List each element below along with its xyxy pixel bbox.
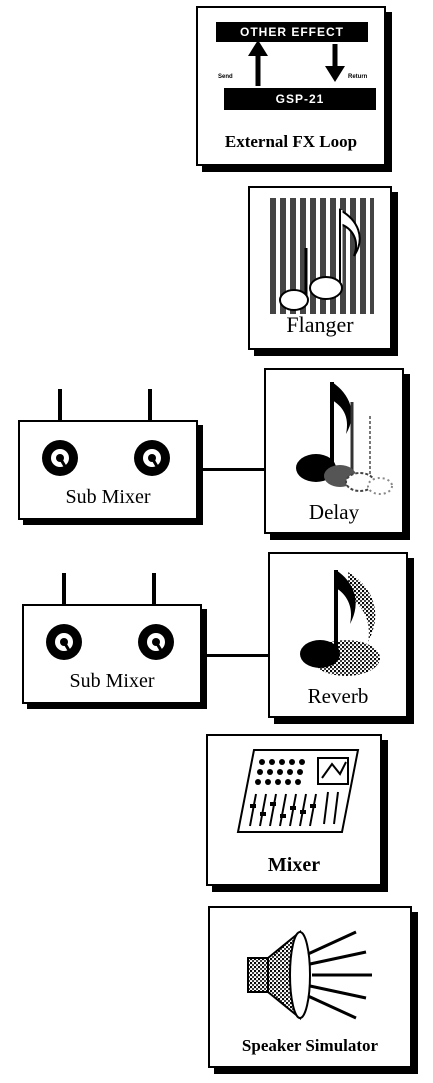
flanger-label: Flanger: [286, 312, 354, 337]
knob-icon: [42, 440, 78, 476]
submixer2-stem-right: [152, 573, 156, 605]
speaker-simulator-label: Speaker Simulator: [241, 1036, 379, 1055]
reverb-note-icon: [300, 570, 380, 676]
send-return-arrows-icon: [248, 40, 345, 86]
sub-mixer-1-label: Sub Mixer: [65, 486, 151, 508]
knob-icon: [138, 624, 174, 660]
submixer2-stem-left: [62, 573, 66, 605]
delay-label: Delay: [308, 500, 360, 524]
flanger-note-icon: [270, 198, 374, 314]
reverb-label: Reverb: [307, 684, 369, 708]
delay-notes-icon: [296, 382, 393, 495]
delay-card[interactable]: Delay: [264, 368, 404, 534]
external-fx-loop-label: External FX Loop: [224, 132, 358, 151]
mixer-label: Mixer: [267, 854, 321, 876]
mixer-card[interactable]: Mixer: [206, 734, 382, 886]
speaker-simulator-card[interactable]: Speaker Simulator: [208, 906, 412, 1068]
submixer1-stem-left: [58, 389, 62, 421]
sub-mixer-1[interactable]: Sub Mixer: [18, 420, 198, 520]
gsp21-bar: GSP-21: [224, 88, 376, 110]
return-label: Return: [348, 74, 368, 80]
knob-icon: [134, 440, 170, 476]
mixer-console-icon: [236, 749, 360, 833]
submixer1-stem-right: [148, 389, 152, 421]
submixer2-to-reverb-link: [207, 654, 269, 657]
submixer1-to-delay-link: [203, 468, 265, 471]
knob-icon: [46, 624, 82, 660]
send-label: Send: [218, 74, 233, 80]
sub-mixer-2-label: Sub Mixer: [69, 670, 155, 692]
other-effect-bar: OTHER EFFECT: [216, 22, 368, 42]
reverb-card[interactable]: Reverb: [268, 552, 408, 718]
sub-mixer-2[interactable]: Sub Mixer: [22, 604, 202, 704]
speaker-icon: [247, 929, 372, 1021]
flanger-card[interactable]: Flanger: [248, 186, 392, 350]
external-fx-loop-card[interactable]: OTHER EFFECT Send Return GSP-21 External…: [196, 6, 386, 166]
